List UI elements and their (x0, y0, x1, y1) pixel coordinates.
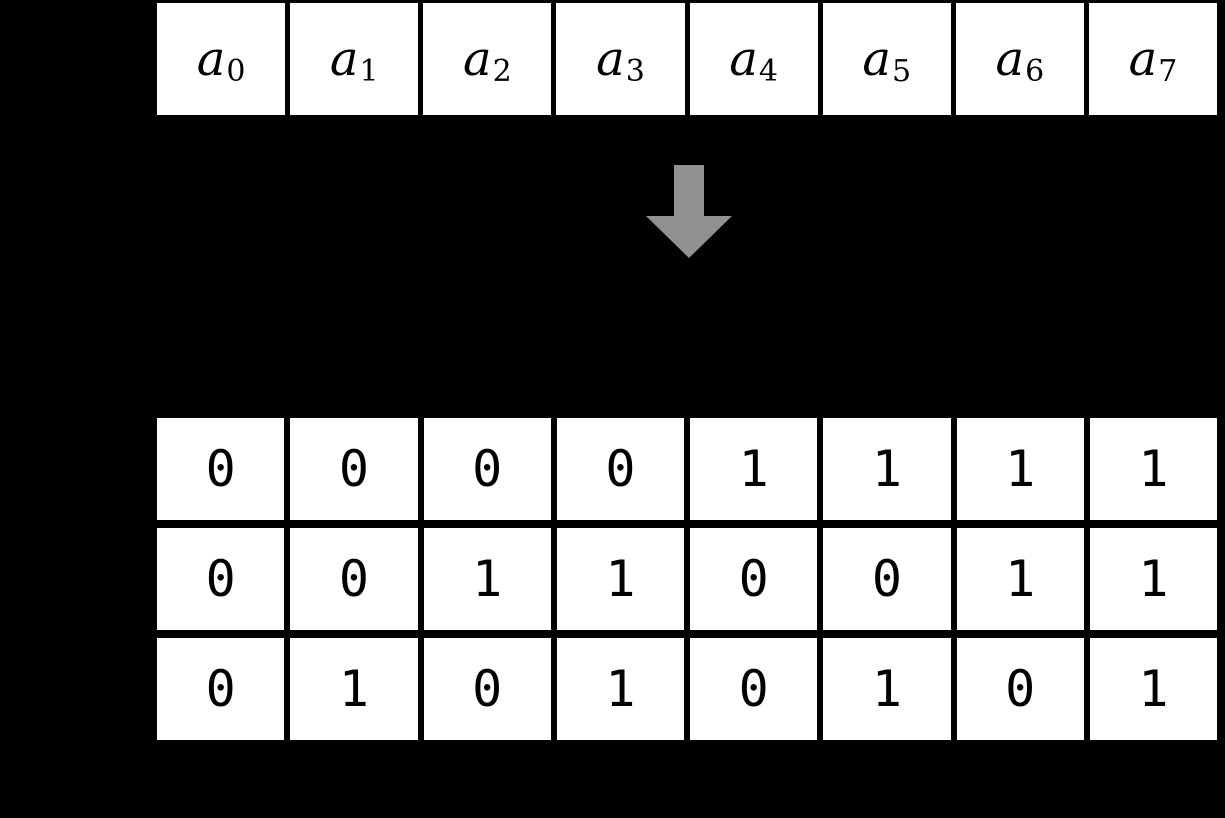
bit-cell-r2c1: 1 (290, 638, 418, 740)
bit-cell-r1c6: 1 (956, 528, 1084, 630)
bit-cell-r0c1: 0 (290, 418, 418, 520)
array-element-index: 4 (758, 54, 778, 89)
bit-cell-r0c4: 1 (690, 418, 818, 520)
bit-cell-r1c5: 0 (823, 528, 951, 630)
bit-cell-r2c5: 1 (823, 638, 951, 740)
bit-cell-r0c2: 0 (423, 418, 551, 520)
bit-cell-r2c7: 1 (1089, 638, 1217, 740)
bit-cell-r0c7: 1 (1089, 418, 1217, 520)
array-element-symbol: a (995, 31, 1025, 87)
array-element-symbol: a (462, 31, 492, 87)
bit-cell-r2c6: 0 (956, 638, 1084, 740)
array-element-index: 2 (492, 54, 512, 89)
bit-cell-r1c3: 1 (556, 528, 684, 630)
bit-cell-r0c0: 0 (157, 418, 285, 520)
array-element-symbol: a (1128, 31, 1158, 87)
array-element-symbol: a (862, 31, 891, 87)
arrow-head (646, 216, 732, 258)
bit-cell-r1c0: 0 (157, 528, 285, 630)
array-element-symbol: a (196, 31, 226, 87)
bit-cell-r0c5: 1 (823, 418, 951, 520)
bit-cell-r2c2: 0 (423, 638, 551, 740)
bit-cell-r1c1: 0 (290, 528, 418, 630)
bit-cell-r1c4: 0 (690, 528, 818, 630)
array-element-index: 6 (1025, 54, 1045, 89)
bit-cell-r2c3: 1 (556, 638, 684, 740)
bit-cell-r0c6: 1 (956, 418, 1084, 520)
bit-cell-r2c4: 0 (690, 638, 818, 740)
array-element-index: 5 (891, 54, 912, 89)
arrow-shaft (674, 165, 704, 216)
bit-cell-r1c7: 1 (1089, 528, 1217, 630)
bit-cell-r1c2: 1 (423, 528, 551, 630)
array-element-symbol: a (596, 31, 625, 87)
array-element-symbol: a (729, 31, 758, 87)
array-element-symbol: a (329, 31, 359, 87)
array-element-index: 1 (359, 54, 379, 89)
bit-cell-r0c3: 0 (556, 418, 684, 520)
array-element-index: 7 (1158, 54, 1178, 89)
array-element-index: 0 (226, 54, 246, 89)
array-element-index: 3 (625, 54, 645, 89)
down-arrow-icon (646, 165, 732, 258)
bit-cell-r2c0: 0 (157, 638, 285, 740)
